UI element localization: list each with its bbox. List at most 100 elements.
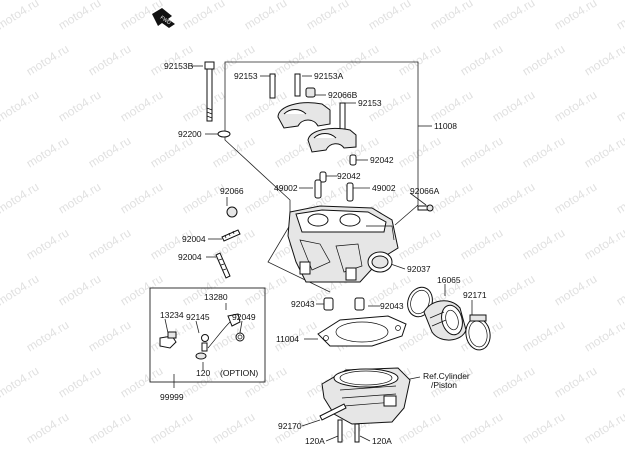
watermark-text: moto4.ru <box>180 272 228 309</box>
watermark-text: moto4.ru <box>118 180 166 217</box>
watermark-text: moto4.ru <box>582 42 625 79</box>
watermark-text: moto4.ru <box>490 364 538 401</box>
label-92153B: 92153B <box>164 61 194 71</box>
watermark-text: moto4.ru <box>614 272 625 309</box>
label-16065: 16065 <box>437 275 461 285</box>
watermark-text: moto4.ru <box>210 134 258 171</box>
watermark-text: moto4.ru <box>86 134 134 171</box>
washer-92200 <box>217 130 231 138</box>
label-92066: 92066 <box>220 186 244 196</box>
watermark-text: moto4.ru <box>396 134 444 171</box>
part-labels: 92153B 92153 92153A 92066B 92153 11008 9… <box>160 61 487 446</box>
bolt-120A-right <box>354 423 360 443</box>
watermark-text: moto4.ru <box>0 180 41 217</box>
label-120A-left: 120A <box>305 436 325 446</box>
bolt-92153B <box>204 61 215 122</box>
clamp-92171 <box>465 314 491 351</box>
watermark-text: moto4.ru <box>428 0 476 33</box>
label-92066B: 92066B <box>328 90 358 100</box>
label-92170: 92170 <box>278 421 302 431</box>
watermark-text: moto4.ru <box>458 226 506 263</box>
label-92004-a: 92004 <box>182 234 206 244</box>
dowel-92043-left <box>323 297 334 311</box>
label-92043-a: 92043 <box>291 299 315 309</box>
camshaft-caps <box>269 73 357 153</box>
dowel-pins <box>314 154 357 202</box>
label-92153-right: 92153 <box>358 98 382 108</box>
option-label: (OPTION) <box>220 368 258 378</box>
watermark-text: moto4.ru <box>396 226 444 263</box>
dowel-92043-right <box>354 297 365 311</box>
label-92004-b: 92004 <box>178 252 202 262</box>
watermark-text: moto4.ru <box>552 0 600 33</box>
watermark-text: moto4.ru <box>148 410 196 447</box>
watermark-text: moto4.ru <box>428 88 476 125</box>
watermark-text: moto4.ru <box>552 88 600 125</box>
watermark-text: moto4.ru <box>56 364 104 401</box>
watermark-text: moto4.ru <box>118 88 166 125</box>
head-gasket-11004 <box>317 315 407 347</box>
watermark-text: moto4.ru <box>582 410 625 447</box>
label-92145: 92145 <box>186 312 210 322</box>
watermark-text: moto4.ru <box>520 410 568 447</box>
bolt-120A-left <box>337 419 343 443</box>
watermark-text: moto4.ru <box>396 42 444 79</box>
label-49002-a: 49002 <box>274 183 298 193</box>
label-92043-b: 92043 <box>380 301 404 311</box>
watermark-text: moto4.ru <box>520 226 568 263</box>
watermark-text: moto4.ru <box>24 42 72 79</box>
svg-text:FWD: FWD <box>159 15 172 27</box>
label-92042-b: 92042 <box>337 171 361 181</box>
watermark-text: moto4.ru <box>0 272 41 309</box>
label-92049: 92049 <box>232 312 256 322</box>
plug-92066 <box>226 206 238 218</box>
watermark-text: moto4.ru <box>490 88 538 125</box>
watermark-text: moto4.ru <box>458 42 506 79</box>
label-92066A: 92066A <box>410 186 440 196</box>
label-92042-a: 92042 <box>370 155 394 165</box>
watermark-text: moto4.ru <box>552 180 600 217</box>
watermark-text: moto4.ru <box>458 134 506 171</box>
watermark-text: moto4.ru <box>0 0 41 33</box>
watermark-text: moto4.ru <box>552 364 600 401</box>
watermark-text: moto4.ru <box>210 410 258 447</box>
watermark-text: moto4.ru <box>86 410 134 447</box>
watermark-text: moto4.ru <box>490 0 538 33</box>
watermark-text: moto4.ru <box>242 272 290 309</box>
watermark-text: moto4.ru <box>490 180 538 217</box>
label-92171: 92171 <box>463 290 487 300</box>
watermark-text: moto4.ru <box>180 0 228 33</box>
watermark-text: moto4.ru <box>0 364 41 401</box>
label-99999: 99999 <box>160 392 184 402</box>
label-49002-b: 49002 <box>372 183 396 193</box>
watermark-text: moto4.ru <box>86 42 134 79</box>
watermark-text: moto4.ru <box>24 134 72 171</box>
watermark-text: moto4.ru <box>56 272 104 309</box>
watermark-text: moto4.ru <box>56 88 104 125</box>
hose-92170 <box>319 403 347 421</box>
watermark-text: moto4.ru <box>148 134 196 171</box>
label-ref-piston: /Piston <box>431 380 457 390</box>
cylinder-head <box>287 205 399 283</box>
watermark-text: moto4.ru <box>552 272 600 309</box>
watermark-text: moto4.ru <box>56 180 104 217</box>
label-11004: 11004 <box>276 334 299 344</box>
watermark-text: moto4.ru <box>614 0 625 33</box>
watermark-text: moto4.ru <box>86 226 134 263</box>
label-92153: 92153 <box>234 71 258 81</box>
watermark-text: moto4.ru <box>490 272 538 309</box>
watermark-text: moto4.ru <box>520 42 568 79</box>
watermark-text: moto4.ru <box>614 88 625 125</box>
fwd-arrow-icon: FWD <box>152 8 175 28</box>
label-13280: 13280 <box>204 292 228 302</box>
bolt-92066A <box>417 204 434 212</box>
watermark-text: moto4.ru <box>582 318 625 355</box>
watermark-text: moto4.ru <box>24 226 72 263</box>
watermark-text: moto4.ru <box>0 88 41 125</box>
watermark-text: moto4.ru <box>304 0 352 33</box>
studs-92004 <box>215 229 241 279</box>
label-92200: 92200 <box>178 129 202 139</box>
watermark-text: moto4.ru <box>520 134 568 171</box>
label-13234: 13234 <box>160 310 184 320</box>
